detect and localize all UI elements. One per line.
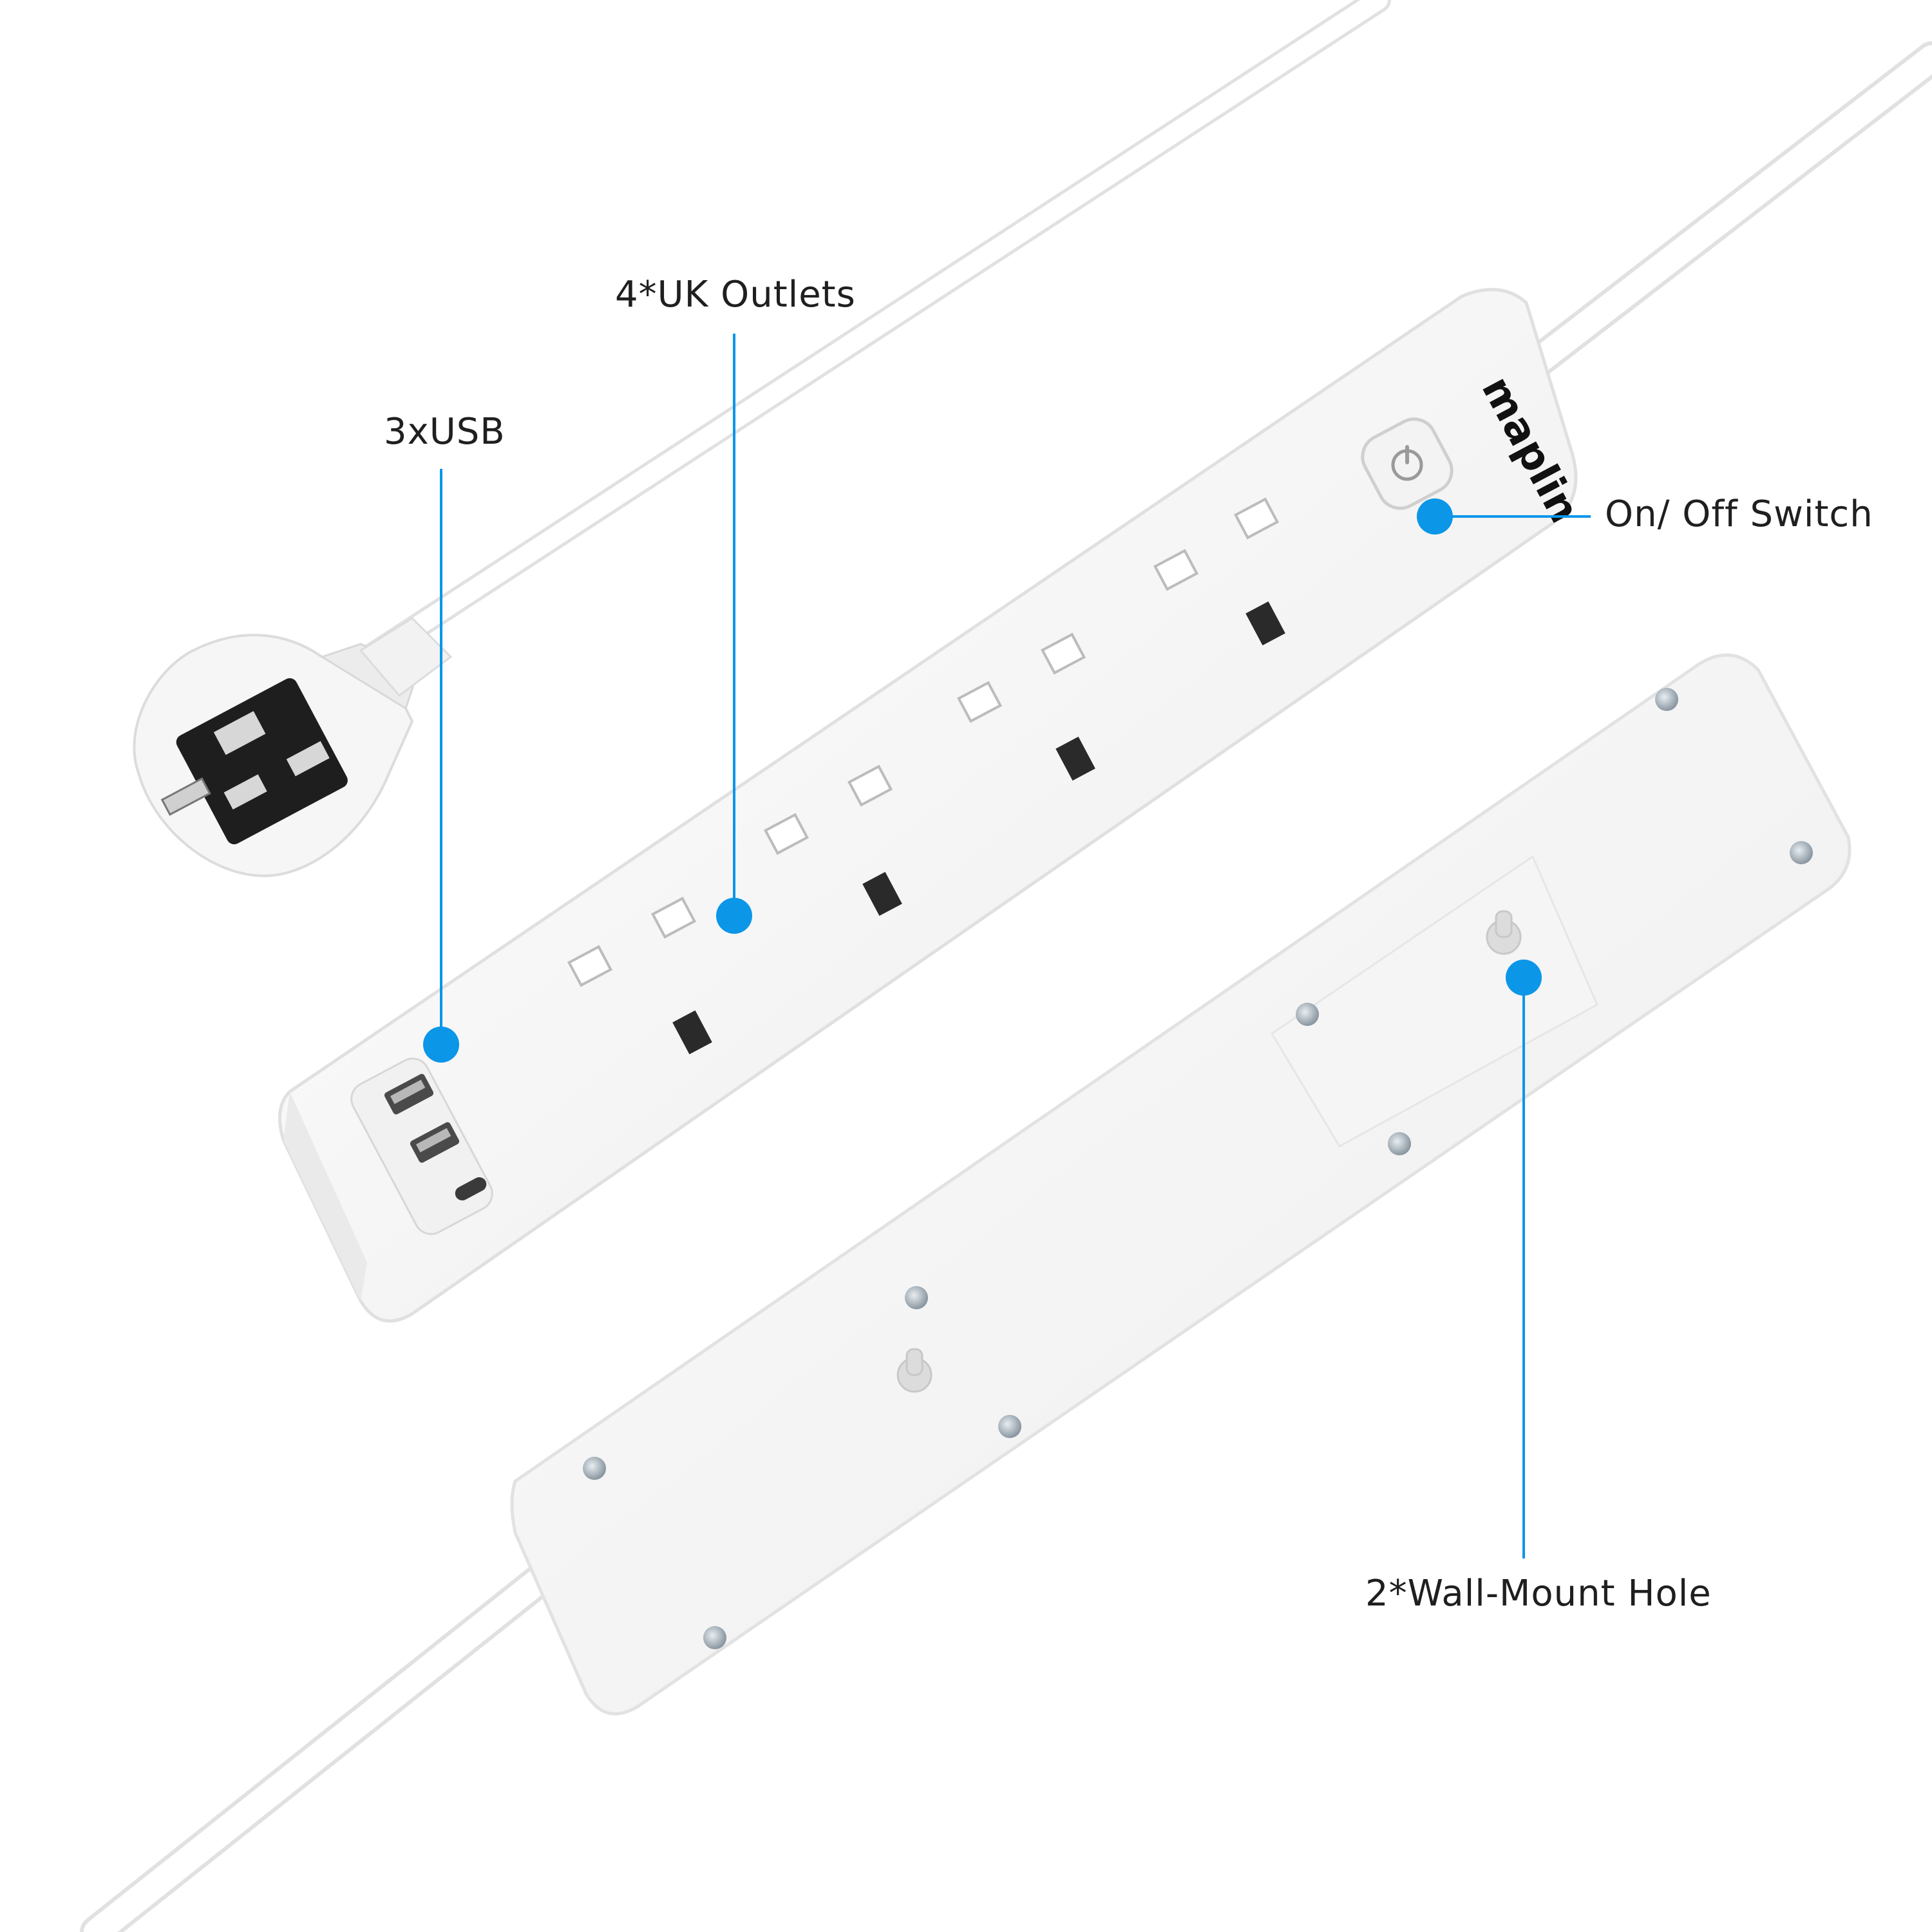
usb-a-port-icon[interactable] [383,1073,435,1115]
callout-dots [423,498,1542,1063]
screw-icon [1296,1003,1319,1026]
switch-callout-dot [1417,498,1453,535]
power-strip-back [510,653,1852,1716]
power-cables [80,0,1932,1932]
usb-callout-label: 3xUSB [384,411,506,453]
screw-icon [583,1457,606,1480]
screw-icon [1655,688,1678,711]
outlets-callout-label: 4*UK Outlets [615,274,856,316]
screw-icon [1388,1132,1411,1155]
screw-icon [1790,841,1813,864]
wall-mount-callout-dot [1506,960,1542,996]
keyhole-slot-icon [896,1348,933,1393]
usb-port-panel [350,1057,493,1235]
uk-outlet-2[interactable] [763,764,902,916]
uk-outlet-3[interactable] [956,632,1095,781]
callout-markers [440,334,1591,1558]
uk-outlet-4[interactable] [1153,497,1285,646]
switch-callout-label: On/ Off Switch [1605,493,1873,535]
wall-mount-callout-label: 2*Wall-Mount Hole [1365,1573,1712,1615]
power-icon [1391,445,1423,481]
usb-c-port-icon[interactable] [453,1175,489,1203]
screw-icon [703,1626,726,1649]
screw-icon [905,1286,928,1309]
keyhole-slot-icon [1486,910,1522,955]
on-off-switch[interactable] [1355,412,1459,516]
usb-callout-dot [423,1027,459,1063]
outlets-callout-dot [716,898,752,934]
uk-plug [133,617,453,878]
usb-a-port-icon[interactable] [409,1121,460,1164]
plug-pin-block [160,678,348,845]
uk-outlet-1[interactable] [567,896,712,1055]
screw-icon [998,1415,1021,1438]
